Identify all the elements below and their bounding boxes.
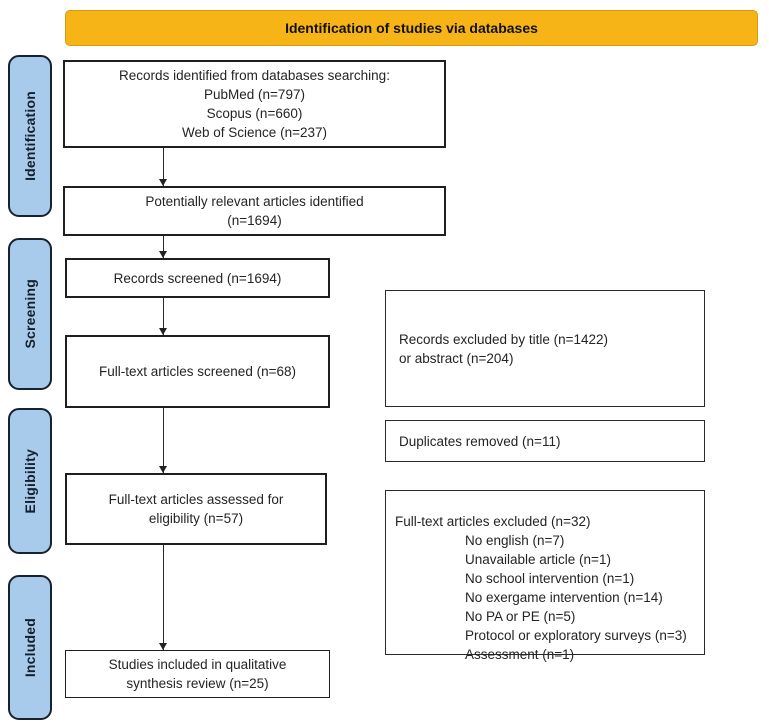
flow-box-text-line: Potentially relevant articles identified: [145, 194, 364, 209]
flow-box-text-line: Records identified from databases search…: [119, 68, 390, 83]
phase-label-included: Included: [22, 617, 38, 678]
flow-box-text-line: Full-text articles assessed for: [108, 492, 284, 507]
side-box-title: Full-text articles excluded (n=32): [395, 514, 591, 529]
side-box-fulltext-excluded: Full-text articles excluded (n=32) No en…: [385, 490, 705, 662]
side-box-text-line: Records excluded by title (n=1422): [399, 331, 608, 347]
phase-tab-identification: Identification: [8, 55, 52, 217]
flow-box-text-line: (n=1694): [227, 213, 282, 228]
side-box-duplicates-removed: Duplicates removed (n=11): [385, 420, 705, 462]
exclusion-reason: Protocol or exploratory surveys (n=3): [465, 628, 687, 643]
flow-box-text-line: PubMed (n=797): [204, 87, 305, 102]
flow-box-potentially-relevant: Potentially relevant articles identified…: [63, 186, 446, 236]
flow-box-records-screened: Records screened (n=1694): [65, 258, 330, 298]
side-box-records-excluded: Records excluded by title (n=1422) or ab…: [385, 290, 705, 407]
header-banner: Identification of studies via databases: [65, 10, 758, 46]
header-title: Identification of studies via databases: [285, 20, 538, 36]
exclusion-reason: No school intervention (n=1): [465, 571, 635, 586]
flow-box-text-line: Records screened (n=1694): [113, 270, 282, 286]
exclusion-reason: No english (n=7): [465, 533, 565, 548]
flow-box-text-line: Full-text articles screened (n=68): [99, 364, 296, 379]
phase-tab-eligibility: Eligibility: [8, 408, 52, 554]
phase-label-identification: Identification: [22, 91, 38, 181]
flow-box-text-line: Scopus (n=660): [206, 106, 303, 121]
flow-box-records-identified: Records identified from databases search…: [63, 60, 446, 148]
exclusion-reason: Unavailable article (n=1): [465, 552, 611, 567]
flow-box-text-line: Web of Science (n=237): [182, 125, 327, 140]
flow-box-fulltext-assessed: Full-text articles assessed for eligibil…: [65, 473, 327, 545]
phase-label-eligibility: Eligibility: [22, 448, 38, 514]
flow-box-studies-included: Studies included in qualitative synthesi…: [65, 650, 330, 698]
phase-label-screening: Screening: [22, 279, 38, 349]
side-box-text-line: or abstract (n=204): [399, 350, 514, 366]
exclusion-reason: No PA or PE (n=5): [465, 609, 576, 624]
flow-box-text-line: synthesis review (n=25): [126, 676, 269, 691]
side-box-text-line: Duplicates removed (n=11): [399, 433, 561, 449]
phase-tab-screening: Screening: [8, 238, 52, 390]
flow-box-text-line: eligibility (n=57): [148, 511, 244, 526]
flow-box-fulltext-screened: Full-text articles screened (n=68): [65, 335, 330, 408]
exclusion-reason: No exergame intervention (n=14): [465, 590, 663, 605]
flow-box-text-line: Studies included in qualitative: [108, 657, 287, 672]
exclusion-reason: Assessment (n=1): [465, 647, 575, 662]
phase-tab-included: Included: [8, 575, 52, 720]
